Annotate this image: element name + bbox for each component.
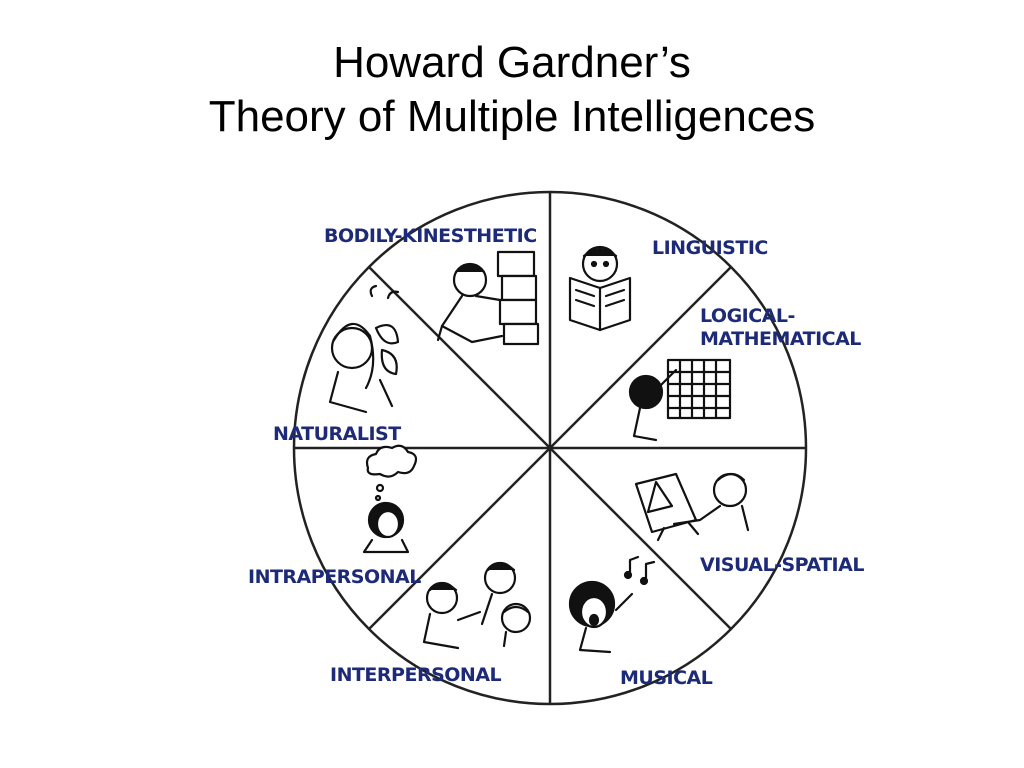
- person-at-grid-board-icon: [628, 358, 732, 442]
- person-singing-notes-icon: [568, 555, 656, 654]
- label-intrapersonal: INTRAPERSONAL: [248, 566, 421, 588]
- title-line-1: Howard Gardner’s: [333, 38, 691, 87]
- label-musical: MUSICAL: [620, 667, 713, 689]
- person-reading-book-icon: [568, 245, 632, 332]
- slide-title: Howard Gardner’s Theory of Multiple Inte…: [0, 36, 1024, 144]
- label-visual-spatial: VISUAL-SPATIAL: [700, 554, 864, 576]
- people-group-talking-icon: [422, 561, 532, 650]
- label-naturalist: NATURALIST: [273, 423, 401, 445]
- label-bodily-kinesthetic: BODILY-KINESTHETIC: [324, 225, 537, 247]
- person-thinking-cloud-icon: [362, 444, 418, 554]
- label-interpersonal: INTERPERSONAL: [330, 664, 502, 686]
- label-logical: LOGICAL-: [700, 305, 795, 327]
- label-linguistic: LINGUISTIC: [652, 237, 768, 259]
- label-mathematical: MATHEMATICAL: [700, 328, 861, 350]
- person-holding-plant-icon: [328, 284, 400, 414]
- person-drawing-easel-icon: [634, 472, 750, 542]
- person-lifting-boxes-icon: [436, 250, 540, 346]
- title-line-2: Theory of Multiple Intelligences: [208, 92, 816, 141]
- divider-diagonal-b: [368, 266, 732, 630]
